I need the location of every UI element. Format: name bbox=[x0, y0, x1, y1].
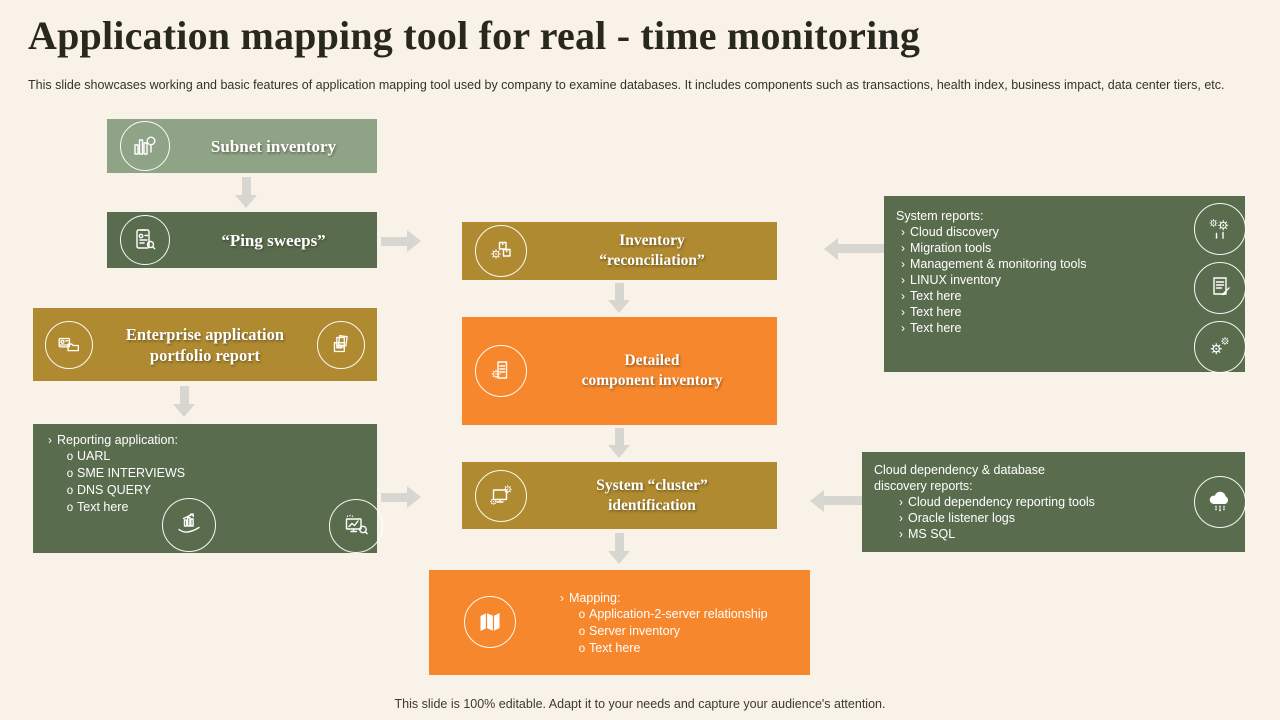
cloud-dependency-box[interactable]: Cloud dependency & database discovery re… bbox=[862, 452, 1246, 552]
cloud-dependency-list: Cloud dependency & database discovery re… bbox=[862, 452, 1174, 542]
boxes-gear-icon bbox=[475, 225, 527, 277]
list-header: › Reporting application: bbox=[48, 433, 178, 447]
list-header: System reports: bbox=[896, 209, 984, 223]
box-label: “Ping sweeps” bbox=[221, 230, 326, 250]
list-item: ›Text here bbox=[901, 321, 962, 335]
list-item: ›Oracle listener logs bbox=[899, 511, 1015, 525]
box-label: Enterprise application portfolio report bbox=[125, 324, 285, 365]
list-item: ›Management & monitoring tools bbox=[901, 257, 1087, 271]
hand-holding-chart-icon bbox=[162, 498, 216, 552]
gears-network-icon bbox=[1194, 203, 1246, 255]
list-header: › Mapping: bbox=[560, 591, 621, 605]
clipboard-person-check-icon bbox=[120, 215, 170, 265]
monitor-chart-magnifier-icon bbox=[329, 499, 383, 553]
list-item: ›Text here bbox=[901, 305, 962, 319]
system-cluster-identification-box[interactable]: System “cluster” identification bbox=[462, 462, 777, 529]
list-header: discovery reports: bbox=[874, 479, 973, 493]
document-gear-icon bbox=[475, 345, 527, 397]
list-item: ›Migration tools bbox=[901, 241, 992, 255]
ping-sweeps-box[interactable]: “Ping sweeps” bbox=[107, 212, 377, 268]
box-label: Subnet inventory bbox=[210, 136, 337, 156]
documents-folder-icon bbox=[317, 320, 365, 369]
system-reports-box[interactable]: System reports: ›Cloud discovery ›Migrat… bbox=[884, 196, 1246, 373]
document-pen-icon bbox=[1194, 262, 1246, 314]
list-item: ›Text here bbox=[901, 289, 962, 303]
box-label: Inventory “reconciliation” bbox=[599, 232, 705, 269]
list-item: ›LINUX inventory bbox=[901, 273, 1002, 287]
slide-subtitle: This slide showcases working and basic f… bbox=[28, 78, 1225, 92]
slide-footer: This slide is 100% editable. Adapt it to… bbox=[394, 697, 886, 711]
inventory-reconciliation-box[interactable]: Inventory “reconciliation” bbox=[462, 222, 777, 280]
box-label: System “cluster” identification bbox=[596, 476, 708, 514]
list-item: ›MS SQL bbox=[899, 527, 956, 541]
detailed-component-inventory-box[interactable]: Detailed component inventory bbox=[462, 317, 777, 425]
list-header: Cloud dependency & database bbox=[874, 463, 1045, 477]
folded-map-icon bbox=[464, 596, 516, 648]
list-item: ›Cloud dependency reporting tools bbox=[899, 495, 1095, 509]
monitor-gears-icon bbox=[475, 469, 527, 522]
box-label: Detailed component inventory bbox=[581, 352, 723, 389]
subnet-inventory-box[interactable]: Subnet inventory bbox=[107, 119, 377, 173]
page-title: Application mapping tool for real - time… bbox=[28, 13, 921, 58]
enterprise-portfolio-box[interactable]: Enterprise application portfolio report bbox=[33, 308, 377, 381]
gear-settings-icon bbox=[1194, 321, 1246, 373]
system-reports-list: System reports: ›Cloud discovery ›Migrat… bbox=[884, 196, 1176, 336]
bar-chart-magnifier-icon bbox=[120, 121, 170, 171]
cloud-network-icon bbox=[1194, 476, 1246, 528]
person-card-folder-icon bbox=[45, 320, 93, 369]
list-item: ›Cloud discovery bbox=[901, 225, 999, 239]
